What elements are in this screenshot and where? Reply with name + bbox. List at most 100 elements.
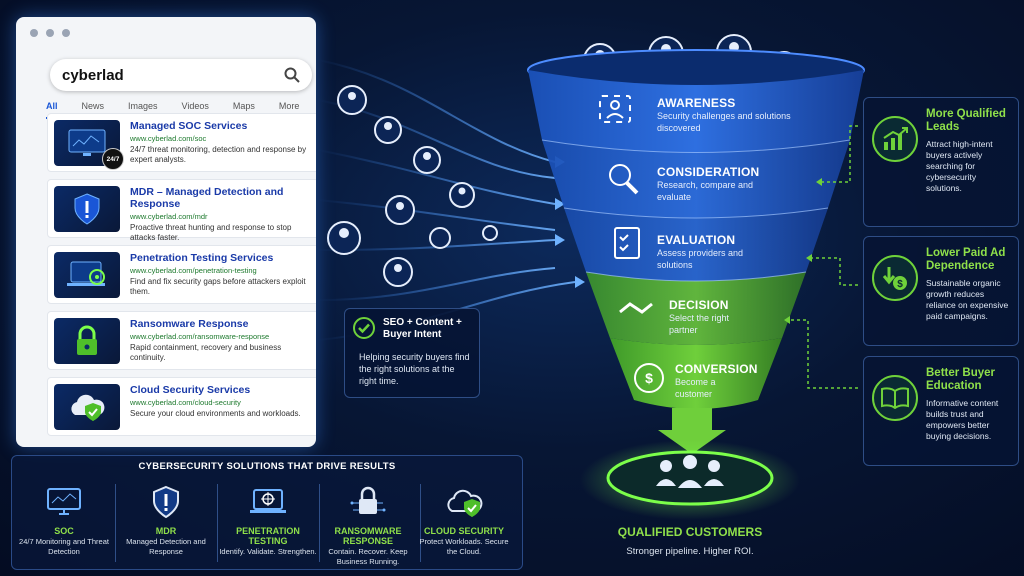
result-url[interactable]: www.cyberlad.com/mdr	[130, 212, 208, 221]
search-icon[interactable]	[284, 67, 300, 83]
divider	[217, 484, 218, 562]
result-title[interactable]: Penetration Testing Services	[130, 252, 274, 264]
result-title[interactable]: MDR – Managed Detection and Response	[130, 186, 284, 210]
cloud-shield-icon	[447, 489, 483, 517]
open-book-icon	[872, 375, 918, 421]
solution-desc: Protect Workloads. Secure the Cloud.	[419, 537, 509, 556]
result-title[interactable]: Ransomware Response	[130, 318, 249, 330]
laptop-target-icon	[250, 489, 286, 513]
tab-more[interactable]: More	[278, 101, 300, 111]
result-url[interactable]: www.cyberlad.com/penetration-testing	[130, 266, 257, 275]
stage-awareness: AWARENESS Security challenges and soluti…	[657, 96, 797, 134]
stage-desc: Become a customer	[675, 377, 716, 399]
search-input[interactable]: cyberlad	[62, 66, 124, 84]
stage-desc: Research, compare and evaluate	[657, 180, 754, 202]
search-result[interactable]: MDR – Managed Detection and Response www…	[47, 179, 316, 242]
solution-mdr: MDR Managed Detection and Response	[116, 478, 216, 556]
callout-title: Better Buyer Education	[926, 367, 996, 392]
seo-title: SEO + Content + Buyer Intent	[383, 317, 462, 340]
funnel-stage-evaluation	[564, 208, 828, 281]
solution-ransomware-response: RANSOMWARE RESPONSE Contain. Recover. Ke…	[318, 478, 418, 566]
funnel-stage-awareness	[528, 70, 864, 153]
tab-news[interactable]: News	[81, 101, 105, 111]
search-bar[interactable]: cyberlad	[50, 59, 312, 91]
stage-title: EVALUATION	[657, 233, 736, 247]
search-result[interactable]: Cloud Security Services www.cyberlad.com…	[47, 377, 316, 436]
seo-box: SEO + Content + Buyer Intent Helping sec…	[344, 308, 480, 398]
solution-desc: Contain. Recover. Keep Business Running.	[328, 547, 408, 566]
callout-buyer-education: Better Buyer Education Informative conte…	[863, 356, 1019, 466]
check-circle-icon	[353, 317, 375, 339]
solutions-title: CYBERSECURITY SOLUTIONS THAT DRIVE RESUL…	[138, 461, 396, 472]
callout-lower-ad-dependence: $ Lower Paid Ad Dependence Sustainable o…	[863, 236, 1019, 346]
result-title[interactable]: Cloud Security Services	[130, 384, 251, 396]
stage-desc: Security challenges and solutions discov…	[657, 111, 791, 133]
callout-desc: Sustainable organic growth reduces relia…	[926, 278, 1009, 321]
svg-text:$: $	[645, 370, 653, 386]
callout-title: Lower Paid Ad Dependence	[926, 247, 1006, 272]
qualified-customers-platform	[606, 450, 774, 506]
solution-cloud-security: CLOUD SECURITY Protect Workloads. Secure…	[414, 478, 514, 556]
laptop-target-icon	[54, 252, 120, 298]
solution-name: PENETRATION TESTING	[236, 526, 300, 546]
solution-name: RANSOMWARE RESPONSE	[334, 526, 402, 546]
result-desc: Proactive threat hunting and response to…	[130, 223, 292, 242]
shield-alert-icon	[54, 186, 120, 232]
growth-chart-icon	[872, 116, 918, 162]
solution-name: SOC	[54, 526, 74, 536]
svg-text:$: $	[897, 279, 903, 290]
funnel-stage-decision	[586, 272, 806, 345]
tab-videos[interactable]: Videos	[181, 101, 209, 111]
window-dot[interactable]	[62, 29, 70, 37]
callout-desc: Informative content builds trust and emp…	[926, 398, 999, 441]
stage-desc: Assess providers and solutions	[657, 248, 744, 270]
tab-maps[interactable]: Maps	[232, 101, 255, 111]
search-result[interactable]: 24/7 Managed SOC Services www.cyberlad.c…	[47, 113, 316, 172]
stage-title: DECISION	[669, 298, 729, 312]
window-controls	[30, 29, 70, 37]
search-result[interactable]: Ransomware Response www.cyberlad.com/ran…	[47, 311, 316, 370]
solution-desc: 24/7 Monitoring and Threat Detection	[19, 537, 109, 556]
stage-title: CONSIDERATION	[657, 165, 760, 179]
stage-title: AWARENESS	[657, 96, 736, 110]
shield-icon	[153, 485, 179, 519]
solution-desc: Identify. Validate. Strengthen.	[219, 547, 317, 556]
funnel-stage-consideration	[542, 140, 850, 218]
solution-desc: Managed Detection and Response	[126, 537, 206, 556]
window-dot[interactable]	[30, 29, 38, 37]
lock-circuit-icon	[350, 486, 386, 514]
stage-conversion: CONVERSION Become a customer	[675, 362, 765, 400]
lock-icon	[54, 318, 120, 364]
stage-title: CONVERSION	[675, 362, 758, 376]
callout-qualified-leads: More Qualified Leads Attract high-intent…	[863, 97, 1019, 227]
monitor-icon	[47, 488, 81, 515]
down-dollar-icon: $	[872, 255, 918, 301]
solution-name: CLOUD SECURITY	[423, 526, 504, 536]
seo-desc: Helping security buyers find the right s…	[359, 352, 470, 386]
window-dot[interactable]	[46, 29, 54, 37]
monitor-icon: 24/7	[54, 120, 124, 170]
solutions-panel: CYBERSECURITY SOLUTIONS THAT DRIVE RESUL…	[11, 455, 523, 570]
callout-title: More Qualified Leads	[926, 108, 1006, 133]
divider	[319, 484, 320, 562]
stage-desc: Select the right partner	[669, 313, 730, 335]
search-result[interactable]: Penetration Testing Services www.cyberla…	[47, 245, 316, 304]
browser-window: cyberlad All News Images Videos Maps Mor…	[16, 17, 316, 447]
tab-images[interactable]: Images	[128, 101, 158, 111]
result-desc: Rapid containment, recovery and business…	[130, 343, 282, 362]
divider	[115, 484, 116, 562]
result-url[interactable]: www.cyberlad.com/cloud-security	[130, 398, 241, 407]
result-title[interactable]: Managed SOC Services	[130, 120, 248, 132]
qualified-customers-title: QUALIFIED CUSTOMERS	[617, 525, 763, 539]
solution-soc: SOC 24/7 Monitoring and Threat Detection	[14, 478, 114, 556]
result-url[interactable]: www.cyberlad.com/ransomware-response	[130, 332, 270, 341]
stage-decision: DECISION Select the right partner	[669, 298, 769, 336]
result-url[interactable]: www.cyberlad.com/soc	[130, 134, 207, 143]
result-desc: Secure your cloud environments and workl…	[130, 409, 301, 418]
badge-24-7: 24/7	[102, 148, 124, 170]
callout-desc: Attract high-intent buyers actively sear…	[926, 139, 993, 193]
cloud-shield-icon	[54, 384, 120, 430]
result-desc: Find and fix security gaps before attack…	[130, 277, 306, 296]
stage-evaluation: EVALUATION Assess providers and solution…	[657, 233, 777, 271]
